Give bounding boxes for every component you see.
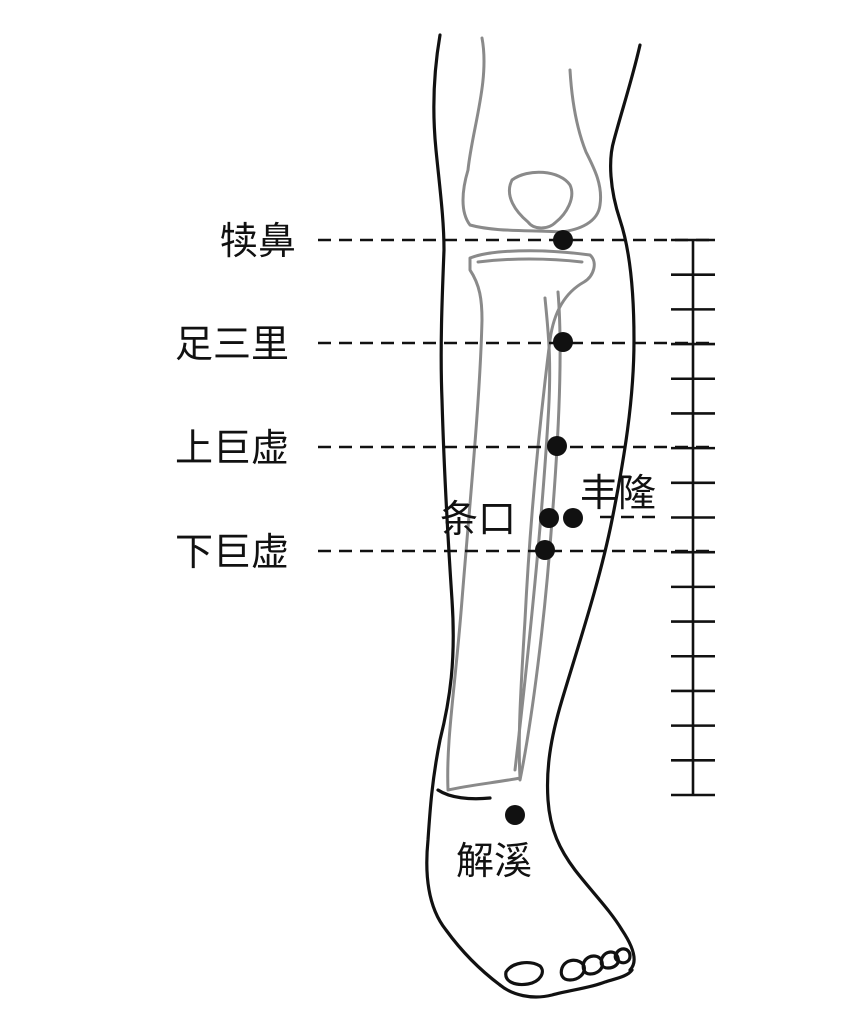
toe-2 [559, 958, 586, 982]
dot-shangjuxu [547, 436, 567, 456]
dot-zusanli [553, 332, 573, 352]
dot-fenglong [563, 508, 583, 528]
toe-4 [599, 950, 620, 970]
dot-dubi [553, 230, 573, 250]
patella [507, 170, 574, 230]
dot-jiexi [505, 805, 525, 825]
fibula-outline [513, 296, 552, 772]
leg-outline [425, 33, 642, 999]
toe-big [504, 961, 544, 987]
label-dubi: 犊鼻 [220, 219, 297, 263]
label-shangjuxu: 上巨虚 [175, 426, 290, 470]
femur-outline [461, 36, 603, 234]
label-zusanli: 足三里 [175, 322, 290, 366]
toe-5 [613, 947, 632, 965]
dot-xiajuxu [535, 540, 555, 560]
measuring-scale [671, 238, 715, 797]
tibia-plateau-line [476, 257, 584, 264]
dot-tiaokou [539, 508, 559, 528]
label-tiaokou: 条口 [440, 497, 517, 541]
acupoint-dots [505, 230, 583, 825]
bones [446, 36, 603, 792]
foot-bottom [498, 968, 634, 999]
label-jiexi: 解溪 [456, 839, 533, 883]
label-xiajuxu: 下巨虚 [175, 530, 290, 574]
dashed-reference-lines [318, 238, 712, 553]
label-fenglong: 丰隆 [580, 471, 657, 515]
leg-left-edge [425, 33, 502, 987]
ankle-curve [436, 788, 492, 801]
toe-3 [581, 954, 604, 976]
leg-right-edge [545, 43, 642, 972]
